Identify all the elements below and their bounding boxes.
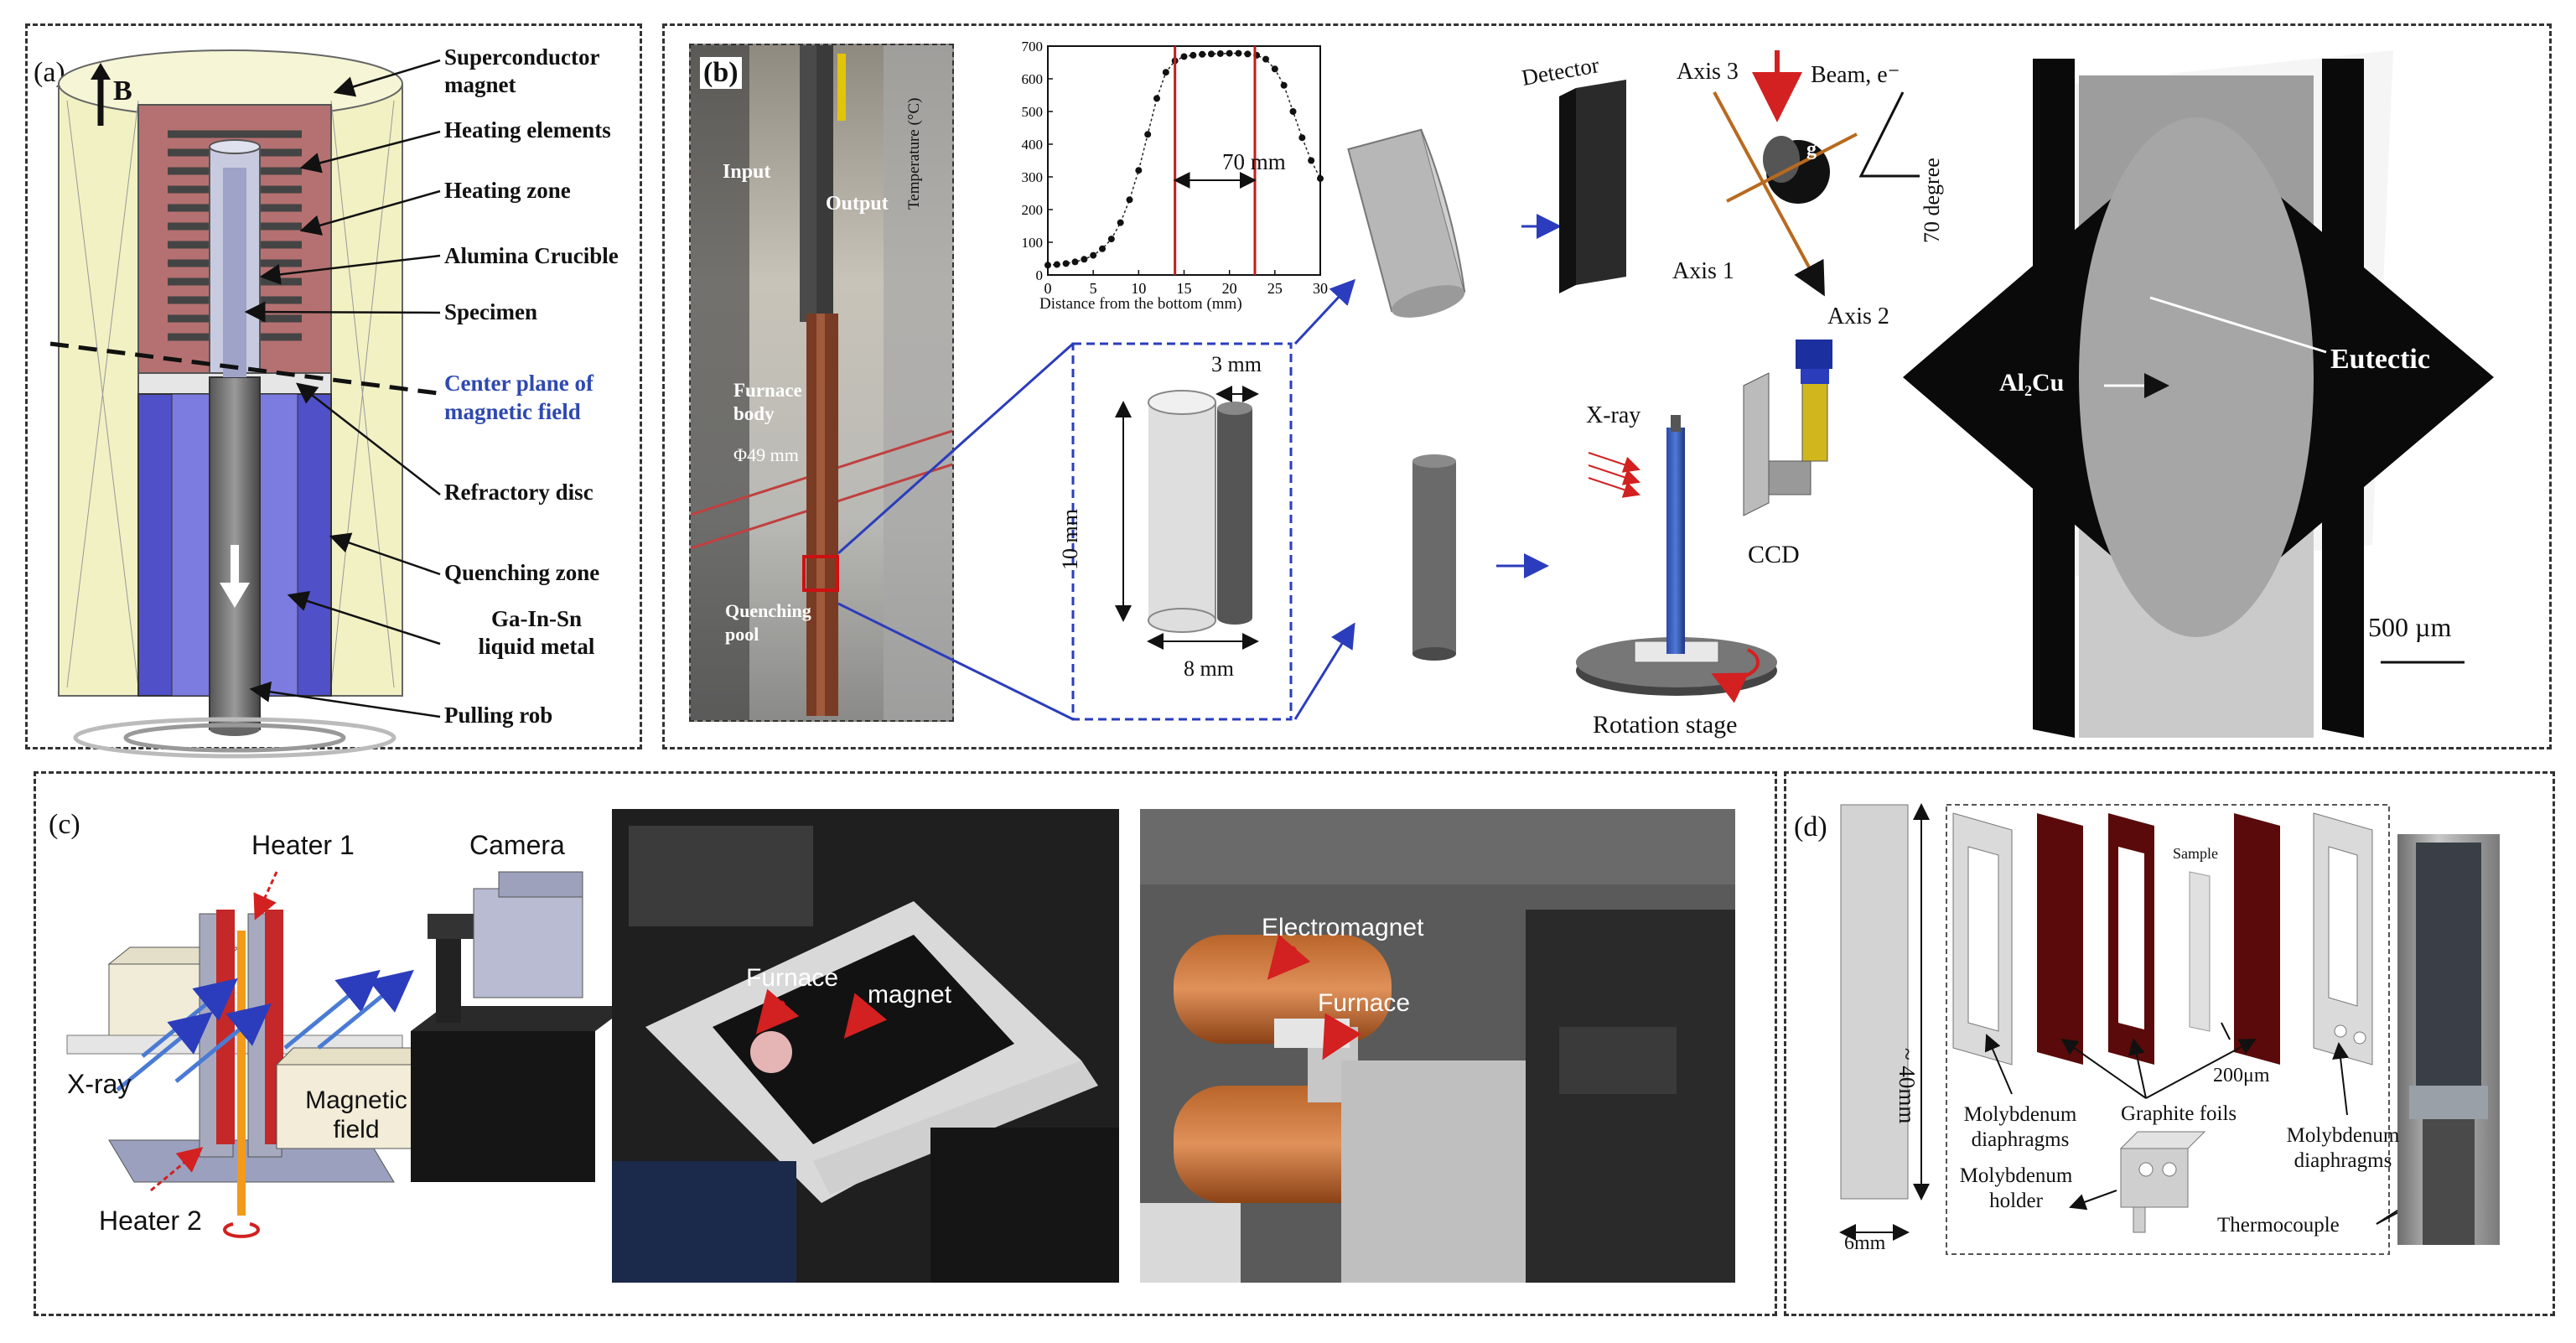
label-heating-zone: Heating zone xyxy=(444,178,571,203)
c-photo1-furnace: Furnace xyxy=(746,964,839,992)
d-mo-diaphragms-left: Molybdenum diaphragms xyxy=(1963,1103,2077,1151)
tomo-g-label: g xyxy=(1806,138,1817,160)
panel-b xyxy=(662,23,2552,749)
panel-d-tag: (d) xyxy=(1794,812,1827,843)
panel-c-tag: (c) xyxy=(49,809,80,840)
tomo-ccd: CCD xyxy=(1748,541,1800,568)
tomo-axis2: Axis 2 xyxy=(1827,303,1889,329)
label-liquid-metal: Ga-In-Sn liquid metal xyxy=(478,606,595,659)
inset-height-label: 10 mm xyxy=(1058,509,1082,570)
d-mo-holder: Molybdenum holder xyxy=(1959,1164,2073,1212)
tomo-axis3: Axis 3 xyxy=(1677,59,1739,85)
panel-a-tag: (a) xyxy=(34,57,65,88)
c-photo1-magnet: magnet xyxy=(868,981,952,1009)
tomo-rotation-stage: Rotation stage xyxy=(1593,711,1738,739)
c-photo2-electromagnet: Electromagnet xyxy=(1262,914,1424,941)
inset-width-label: 3 mm xyxy=(1211,352,1262,376)
tomo-beam: Beam, e⁻ xyxy=(1811,62,1900,88)
photo-label-furnace-body: Furnace body xyxy=(733,380,802,424)
volume-phase1: Al₂Cu xyxy=(1999,369,2065,397)
chart-xlabel: Distance from the bottom (mm) xyxy=(1039,295,1242,313)
setup-photo-1-drawing xyxy=(612,809,1119,1283)
inset-diameter-label: 8 mm xyxy=(1184,656,1234,681)
label-refractory-disc: Refractory disc xyxy=(444,480,593,505)
label-superconductor-magnet: Superconductor magnet xyxy=(444,44,600,97)
label-heating-elements: Heating elements xyxy=(444,117,611,143)
panel-d xyxy=(1784,771,2555,1316)
d-length: ~ 40mm xyxy=(1894,1048,1920,1124)
chart-annotation: 70 mm xyxy=(1222,149,1286,174)
label-center-plane: Center plane of magnetic field xyxy=(444,371,593,424)
d-thermocouple: Thermocouple xyxy=(2217,1214,2340,1237)
photo-label-input: Input xyxy=(723,161,771,183)
d-graphite-foils: Graphite foils xyxy=(2121,1102,2237,1125)
c-photo2-furnace: Furnace xyxy=(1318,989,1411,1017)
d-width: 6mm xyxy=(1844,1232,1886,1254)
setup-photo-2 xyxy=(1140,809,1735,1283)
d-thickness: 200μm xyxy=(2213,1065,2270,1086)
b-field-symbol: B xyxy=(113,75,132,106)
c-heater2: Heater 2 xyxy=(99,1206,202,1236)
d-mo-diaphragms-right: Molybdenum diaphragms xyxy=(2286,1124,2400,1172)
volume-phase2: Eutectic xyxy=(2330,344,2430,375)
sample-holder-photo-drawing xyxy=(2409,843,2488,1245)
chart-ylabel: Temperature (°C) xyxy=(905,97,923,210)
label-pulling-rob: Pulling rob xyxy=(444,703,553,728)
label-specimen: Specimen xyxy=(444,299,537,324)
c-heater1: Heater 1 xyxy=(251,830,355,860)
panel-c xyxy=(34,771,1777,1316)
c-camera: Camera xyxy=(469,830,565,860)
panel-b-tag: (b) xyxy=(700,57,742,89)
setup-photo-2-drawing xyxy=(1140,809,1735,1283)
tomo-xray: X-ray xyxy=(1586,402,1641,428)
label-quenching-zone: Quenching zone xyxy=(444,560,600,585)
c-magnetic-field: Magnetic field xyxy=(305,1086,407,1143)
tomo-axis1: Axis 1 xyxy=(1672,258,1734,284)
volume-scale: 500 µm xyxy=(2368,612,2452,642)
c-xray: X-ray xyxy=(67,1069,132,1099)
photo-label-diameter: Φ49 mm xyxy=(733,444,799,465)
photo-label-quenching-pool: Quenching pool xyxy=(725,600,811,645)
sample-holder-photo xyxy=(2397,834,2500,1245)
tomo-angle: 70 degree xyxy=(1920,158,1944,243)
photo-label-output: Output xyxy=(826,193,889,215)
label-alumina-crucible: Alumina Crucible xyxy=(444,243,619,268)
d-sample: Sample xyxy=(2173,845,2218,862)
setup-photo-1 xyxy=(612,809,1119,1283)
